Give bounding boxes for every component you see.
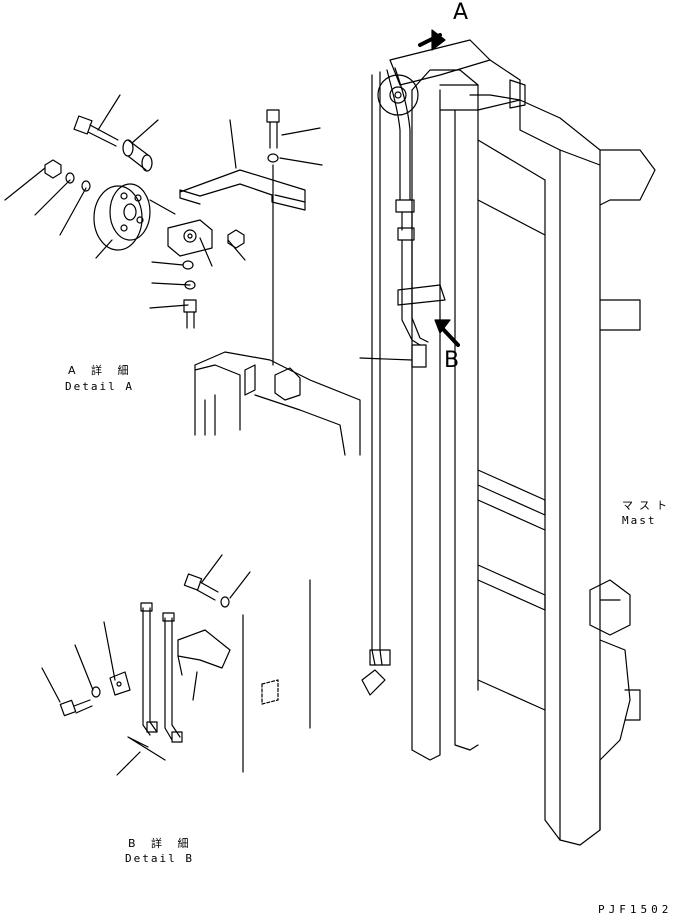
view-label-a: A — [453, 0, 469, 25]
bracket-icon — [149, 199, 213, 257]
clip-icon — [109, 671, 131, 696]
mast-label-jp: マスト — [622, 499, 673, 512]
detail-a-title: Detail A — [65, 380, 134, 393]
washer-icon — [267, 153, 279, 163]
detail-b-title-jp: B 詳 細 — [128, 837, 195, 850]
drawing-code: PJF1502 — [598, 903, 673, 916]
bolt-icon — [183, 573, 219, 601]
washer-icon — [91, 686, 101, 698]
hydraulic-hoses — [361, 67, 446, 696]
nut-icon — [44, 159, 62, 179]
detail-a-title-jp: A 詳 細 — [68, 364, 135, 377]
sheave-pulley-icon — [93, 183, 151, 251]
bolt-icon — [266, 109, 280, 149]
bolt-icon — [73, 115, 119, 147]
mast-assembly — [389, 39, 656, 846]
view-label-b: B — [444, 348, 460, 373]
bracket-icon — [177, 629, 231, 676]
washer-icon — [182, 260, 194, 270]
spacer-sleeve-icon — [122, 139, 153, 172]
washer-icon — [220, 596, 230, 608]
detail-a-parts — [4, 94, 361, 456]
detail-b-parts — [41, 554, 311, 776]
bolt-icon — [59, 699, 93, 717]
bolt-icon — [183, 299, 197, 329]
view-arrow-b — [434, 319, 460, 347]
view-arrow-a — [418, 29, 446, 51]
mast-label: Mast — [622, 514, 657, 527]
washer-icon — [81, 180, 91, 192]
nut-icon — [227, 229, 245, 249]
view-b-leader — [359, 357, 413, 361]
tube-icon — [140, 602, 183, 743]
l-plate-icon — [179, 169, 306, 211]
mounting-tab — [261, 679, 279, 705]
detail-b-title: Detail B — [125, 852, 194, 865]
mast-top-fragment — [194, 351, 361, 456]
washer-icon — [65, 172, 75, 184]
